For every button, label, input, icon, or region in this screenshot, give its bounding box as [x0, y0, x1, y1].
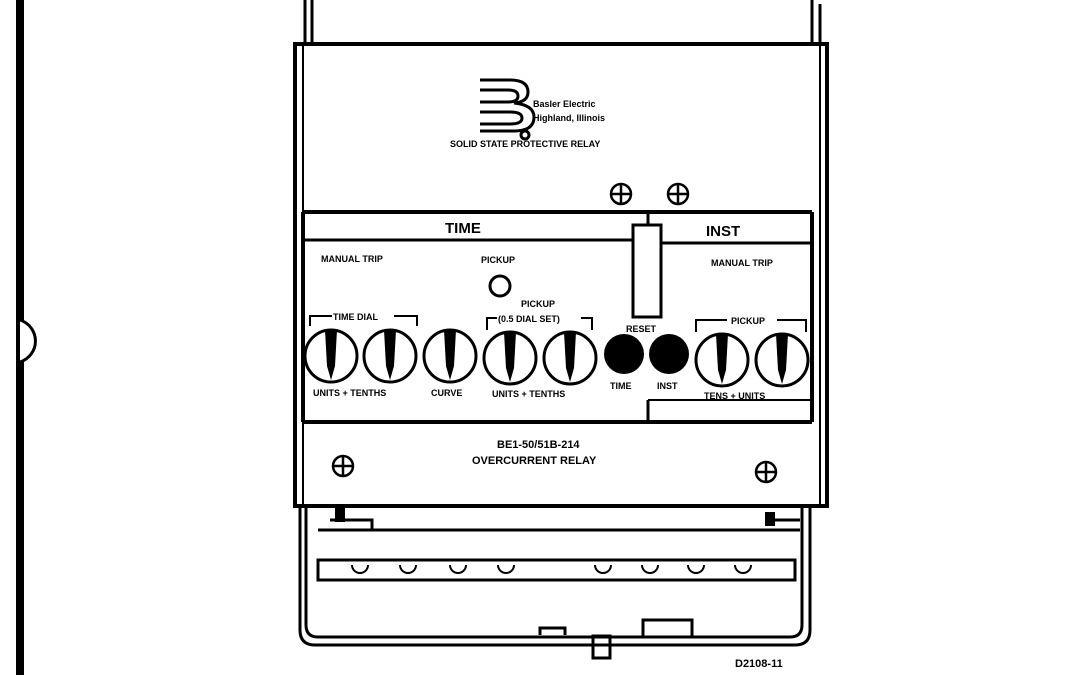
manual-trip-time-label: MANUAL TRIP [321, 254, 383, 264]
section-inst: INST [706, 223, 740, 240]
inst-tens-knob [694, 332, 750, 388]
pickup-time-label: PICKUP [521, 299, 555, 309]
drawing-number: D2108-11 [735, 658, 783, 670]
screw-icon [331, 182, 778, 484]
binder-hole [19, 318, 37, 364]
section-time: TIME [445, 220, 481, 237]
inst-units-knob [754, 332, 810, 388]
model-name: OVERCURRENT RELAY [472, 455, 597, 467]
terminal-block [351, 564, 752, 574]
knobs[interactable] [303, 328, 810, 388]
time-dial-units-knob [303, 328, 359, 384]
manufacturer-name: Basler Electric [533, 99, 596, 109]
pickup-time-sub-label: (0.5 DIAL SET) [498, 314, 560, 324]
reset-label: RESET [626, 324, 657, 334]
target-time-label: TIME [610, 381, 632, 391]
front-cover [293, 42, 829, 508]
time-dial-tenths-knob [362, 328, 418, 384]
pickup-units-label: UNITS + TENTHS [492, 389, 565, 399]
target-time-indicator [604, 334, 644, 374]
target-inst-label: INST [657, 381, 678, 391]
manual-trip-slot[interactable] [631, 223, 663, 319]
manual-trip-inst-label: MANUAL TRIP [711, 258, 773, 268]
model-number: BE1-50/51B-214 [497, 439, 580, 451]
relay-case [298, 0, 822, 660]
curve-label: CURVE [431, 388, 462, 398]
time-dial-units-label: UNITS + TENTHS [313, 388, 386, 398]
target-inst-indicator [649, 334, 689, 374]
product-line: SOLID STATE PROTECTIVE RELAY [450, 139, 600, 149]
time-dial-label: TIME DIAL [333, 312, 378, 322]
basler-logo [480, 78, 536, 141]
manufacturer-location: Highland, Illinois [533, 113, 605, 123]
pickup-units-knob [482, 330, 538, 386]
curve-knob [422, 328, 478, 384]
pickup-tenths-knob [542, 330, 598, 386]
pickup-led [488, 274, 512, 298]
pickup-inst-label: PICKUP [731, 316, 765, 326]
inst-units-label: TENS + UNITS [704, 391, 765, 401]
pickup-led-label: PICKUP [481, 255, 515, 265]
